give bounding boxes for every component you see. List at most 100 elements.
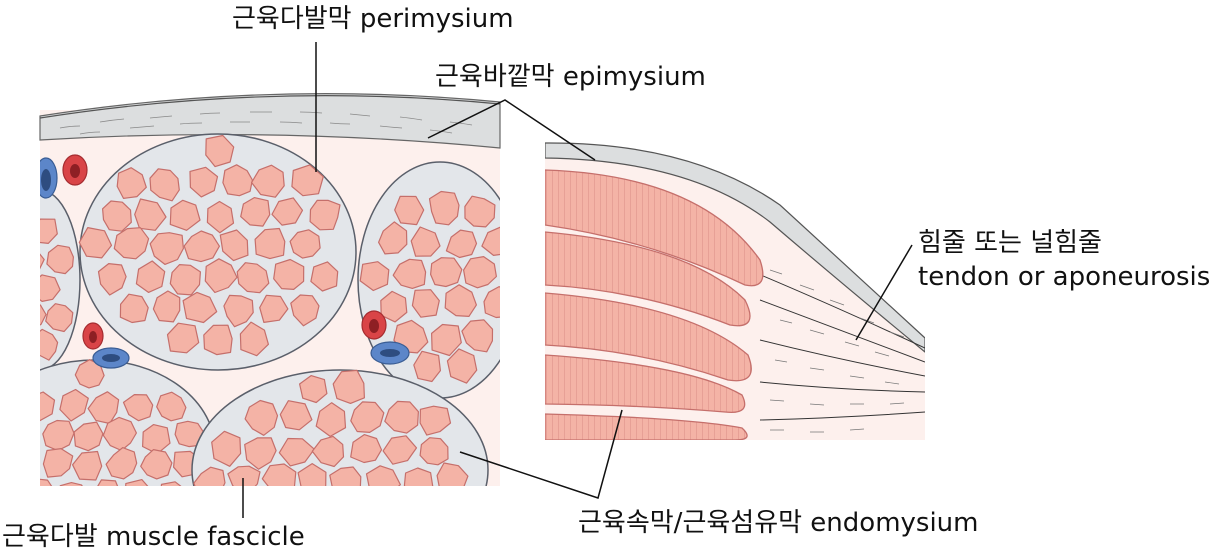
muscle-fiber xyxy=(254,227,286,260)
muscle-fiber xyxy=(464,195,496,228)
muscle-fiber xyxy=(9,423,37,452)
muscle-fiber xyxy=(113,227,150,260)
label-fascicle: 근육다발 muscle fascicle xyxy=(2,522,305,552)
muscle-fiber xyxy=(378,221,408,255)
muscle-fiber xyxy=(59,388,89,422)
muscle-fiber xyxy=(149,232,184,265)
muscle-fiber xyxy=(174,420,205,448)
muscle-fiber xyxy=(166,322,200,354)
fascicle-upper-right xyxy=(357,161,500,399)
muscle-fiber xyxy=(193,466,226,486)
muscle-fiber xyxy=(42,419,75,452)
fascicle-lower-left xyxy=(5,359,216,486)
muscle-fiber xyxy=(430,257,463,288)
muscle-fiber xyxy=(227,465,261,486)
muscle-fiber xyxy=(160,481,182,486)
muscle-fiber xyxy=(2,273,29,301)
muscle-fiber xyxy=(436,462,469,486)
muscle-fiber xyxy=(122,394,154,422)
muscle-fiber xyxy=(431,323,462,357)
muscle-fiber xyxy=(332,369,365,404)
muscle-fiber xyxy=(182,291,218,324)
muscle-fiber xyxy=(78,227,113,259)
label-tendon-korean: 힘줄 또는 널힘줄 xyxy=(918,228,1102,258)
muscle-fiber xyxy=(350,434,383,464)
muscle-fiber xyxy=(384,400,419,434)
muscle-fiber xyxy=(291,164,324,197)
muscle-fiber xyxy=(105,447,138,480)
longitudinal-section xyxy=(545,142,925,440)
muscle-fiber xyxy=(204,258,238,294)
muscle-fiber xyxy=(244,437,277,470)
epimysium-texture xyxy=(59,111,473,135)
artery-middle-right xyxy=(361,310,387,340)
muscle-fiber xyxy=(289,229,321,259)
muscle-fiber xyxy=(279,400,313,431)
leader-epimysium xyxy=(427,99,596,161)
epimysium-band xyxy=(39,93,501,149)
muscle-fiber xyxy=(189,166,219,198)
muscle-fiber xyxy=(97,479,119,486)
muscle-fiber xyxy=(311,435,345,468)
muscle-fiber xyxy=(290,294,320,327)
vein-middle-right xyxy=(370,341,410,365)
muscle-fiber xyxy=(142,424,171,455)
muscle-fiber xyxy=(261,463,297,486)
muscle-fiber xyxy=(222,164,253,197)
vein-upper-left xyxy=(40,157,58,199)
muscle-fiber xyxy=(40,304,47,326)
muscle-fiber xyxy=(119,293,149,324)
muscle-fiber xyxy=(315,402,347,437)
tendon-dashes xyxy=(769,269,905,433)
muscle-fiber xyxy=(236,262,270,294)
muscle-fiber xyxy=(203,324,233,356)
muscle-fiber xyxy=(385,495,416,529)
muscle-fiber xyxy=(419,437,449,466)
muscle-fiber xyxy=(5,452,39,479)
muscle-fiber xyxy=(463,256,497,289)
muscle-fiber xyxy=(411,289,440,318)
fascicle-lower-center xyxy=(191,369,489,558)
long-fiber-1 xyxy=(545,169,764,287)
muscle-fiber xyxy=(45,303,74,333)
label-tendon-english: tendon or aponeurosis xyxy=(918,262,1211,292)
cross-section xyxy=(2,93,501,558)
muscle-fiber xyxy=(365,465,401,486)
muscle-fiber xyxy=(428,190,460,226)
long-fiber-3 xyxy=(545,292,752,382)
leader-lines xyxy=(242,42,913,518)
muscle-fiber xyxy=(271,197,304,226)
muscle-fiber xyxy=(116,167,147,199)
muscle-fiber xyxy=(71,450,103,481)
muscle-fiber xyxy=(422,496,450,526)
muscle-fiber xyxy=(359,261,390,292)
muscle-fiber xyxy=(370,526,398,558)
muscle-fiber xyxy=(73,421,104,452)
muscle-fiber xyxy=(211,430,242,467)
muscle-fiber xyxy=(219,229,249,262)
long-fiber-5 xyxy=(545,413,748,440)
muscle-fiber xyxy=(251,164,285,198)
muscle-fiber xyxy=(46,244,75,275)
leader-endomysium xyxy=(459,409,623,499)
muscle-fiber xyxy=(59,482,83,486)
muscle-fiber xyxy=(483,286,500,319)
muscle-fiber xyxy=(273,258,305,290)
muscle-fiber xyxy=(244,399,279,436)
muscle-fiber xyxy=(299,375,328,404)
muscle-fiber xyxy=(392,258,427,289)
muscle-fiber xyxy=(40,218,58,244)
muscle-fiber xyxy=(40,478,53,486)
muscle-fiber xyxy=(40,328,59,361)
muscle-fiber xyxy=(444,284,477,317)
muscle-fiber xyxy=(445,229,478,259)
muscle-fiber xyxy=(156,391,187,422)
muscle-fiber xyxy=(101,200,132,232)
muscle-fiber xyxy=(334,531,367,558)
muscle-fiber xyxy=(140,449,173,480)
muscle-fiber xyxy=(481,226,500,256)
muscle-fiber xyxy=(125,479,149,486)
label-endomysium: 근육속막/근육섬유막 endomysium xyxy=(578,508,979,538)
muscle-fiber xyxy=(40,253,45,270)
